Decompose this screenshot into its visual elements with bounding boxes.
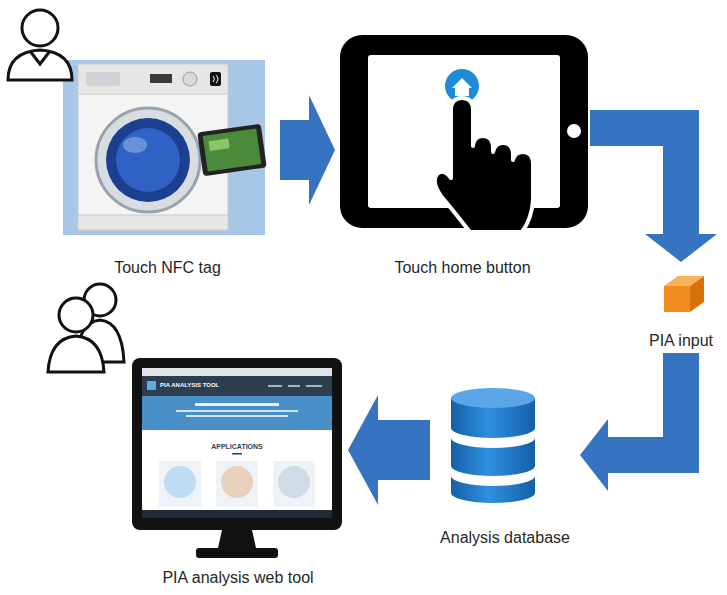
- user-collar: [30, 51, 50, 64]
- monitor-neck: [218, 530, 256, 548]
- cube-side: [690, 276, 704, 312]
- arrow-shaft: [378, 420, 430, 480]
- site-logo: [147, 381, 156, 390]
- app-card: [159, 461, 201, 507]
- step-caption: Analysis database: [440, 528, 570, 547]
- hero-line: [186, 415, 288, 417]
- app-card: [216, 461, 258, 507]
- arrow-shaft: [590, 128, 681, 234]
- browser-tabs: [142, 368, 332, 376]
- arrow-head: [348, 395, 378, 505]
- step-caption: Touch home button: [394, 258, 530, 277]
- step-node: Touch NFC tag: [55, 55, 280, 277]
- drum: [116, 128, 180, 192]
- menu-item: [268, 385, 282, 387]
- cube-front: [664, 286, 690, 312]
- site-hero: [142, 396, 332, 430]
- site-header: [142, 376, 332, 396]
- flow-arrow: [280, 95, 335, 205]
- user-body: [48, 336, 104, 372]
- tablet-frame: [197, 124, 267, 176]
- pointing-hand: [435, 98, 533, 232]
- monitor-base: [196, 548, 278, 558]
- user-head: [59, 298, 93, 332]
- hero-line: [176, 410, 298, 412]
- step-node: Analysis database: [430, 385, 580, 547]
- small-tablet: [197, 124, 267, 176]
- control-panel: [78, 64, 228, 94]
- user-body: [8, 50, 72, 80]
- menu-item: [288, 385, 300, 387]
- display: [150, 74, 172, 83]
- arrow-shaft: [608, 353, 681, 455]
- heading-rule: [232, 453, 242, 455]
- tablet: [340, 35, 588, 232]
- db-top: [451, 388, 535, 408]
- db-disc: [451, 438, 535, 476]
- db-disc: [451, 476, 535, 503]
- drawer: [86, 72, 120, 86]
- menu-item: [306, 385, 322, 387]
- door-ring: [96, 108, 200, 212]
- home-symbol: [452, 78, 472, 96]
- door-glass: [106, 118, 190, 202]
- step-node: Touch home button: [335, 30, 590, 277]
- screen-text: APPLICATIONS: [211, 443, 263, 450]
- database-icon: [451, 388, 535, 503]
- nfc-symbol: [213, 75, 218, 83]
- monitor: [132, 358, 342, 558]
- step-node: PIA analysis web tool: [128, 355, 348, 587]
- step-caption: PIA input: [649, 331, 713, 350]
- taskbar: [142, 510, 332, 518]
- step-node: PIA input: [638, 262, 724, 350]
- arrow-head: [645, 234, 717, 262]
- flow-arrow: [590, 128, 717, 262]
- monitor-screen: [142, 368, 332, 518]
- input-cube: [664, 276, 704, 312]
- users-icon: [48, 284, 124, 372]
- screen-tile: [209, 138, 230, 151]
- kick-plate: [78, 215, 228, 230]
- user-head: [22, 10, 58, 46]
- arrow-head: [309, 95, 335, 205]
- flow-arrow: [348, 395, 430, 505]
- flow-arrow: [580, 353, 681, 491]
- arrow-shaft: [280, 120, 309, 180]
- app-icon: [164, 466, 196, 498]
- glass-highlight: [123, 137, 147, 153]
- knob: [183, 72, 197, 86]
- side-button: [567, 124, 581, 138]
- arrow-head: [580, 419, 608, 491]
- screen-text: PIA ANALYSIS TOOL: [160, 382, 219, 388]
- app-card: [273, 461, 315, 507]
- app-icon: [278, 466, 310, 498]
- step-caption: PIA analysis web tool: [162, 568, 313, 587]
- washing-machine: [63, 60, 267, 235]
- backdrop: [63, 60, 265, 235]
- user-icon: [8, 10, 72, 80]
- step-caption: Touch NFC tag: [114, 258, 221, 277]
- nfc-tag: [210, 72, 221, 86]
- hero-line: [195, 403, 279, 406]
- monitor-frame: [132, 358, 342, 530]
- app-icon: [221, 466, 253, 498]
- tablet-screen: [203, 128, 261, 171]
